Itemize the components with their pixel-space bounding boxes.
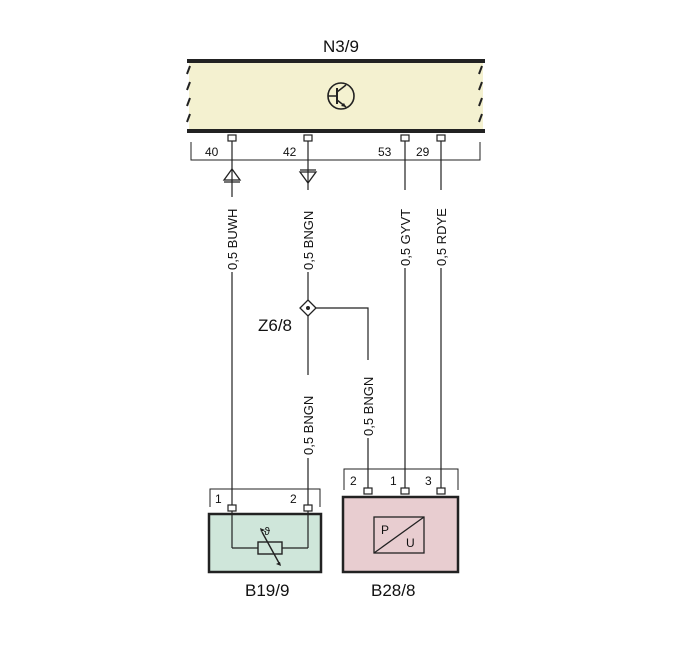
b28-label: B28/8 xyxy=(371,581,415,600)
b19-label: B19/9 xyxy=(245,581,289,600)
pin-29: 29 xyxy=(416,145,430,159)
thermistor-icon xyxy=(257,528,283,566)
b28-pin-2: 2 xyxy=(350,474,357,488)
b28-pin-1: 1 xyxy=(390,474,397,488)
wire-label-42-bottom: 0,5 BNGN xyxy=(301,396,316,455)
b19-9-block xyxy=(207,511,323,574)
wire-40 xyxy=(222,141,242,505)
ecu-connector xyxy=(190,134,481,161)
pressure-symbol-p: P xyxy=(381,523,389,537)
b19-pin-1: 1 xyxy=(215,492,222,506)
wire-label-29: 0,5 RDYE xyxy=(434,208,449,266)
theta-symbol: ϑ xyxy=(264,526,270,538)
b28-8-connector xyxy=(343,468,459,495)
pressure-symbol-u: U xyxy=(406,536,415,550)
pin-42: 42 xyxy=(283,145,297,159)
pin-40: 40 xyxy=(205,145,219,159)
b19-pin-2: 2 xyxy=(290,492,297,506)
wire-42 xyxy=(298,141,318,505)
pressure-transducer-icon xyxy=(373,516,425,554)
pin-53: 53 xyxy=(378,145,392,159)
wire-label-42-top: 0,5 BNGN xyxy=(301,211,316,270)
b19-9-connector xyxy=(209,488,321,512)
wire-label-40: 0,5 BUWH xyxy=(225,209,240,270)
splice-z6-8 xyxy=(299,299,369,488)
wire-label-splice: 0,5 BNGN xyxy=(361,377,376,436)
splice-label: Z6/8 xyxy=(258,316,292,335)
wire-label-53: 0,5 GYVT xyxy=(398,209,413,266)
ecu-label: N3/9 xyxy=(323,37,359,56)
ecu-block xyxy=(186,59,485,133)
b28-8-block xyxy=(341,495,460,574)
transistor-icon xyxy=(327,82,355,110)
b28-pin-3: 3 xyxy=(425,474,432,488)
